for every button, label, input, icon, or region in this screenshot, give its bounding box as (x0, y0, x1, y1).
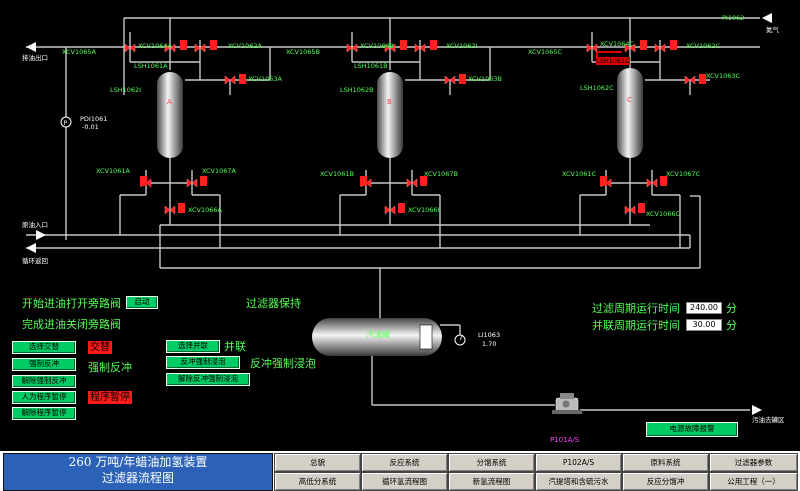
filter-vessel-a (157, 72, 183, 158)
feed-in-label: 原油入口 (22, 221, 48, 229)
valve-tag: XCV1067B (424, 170, 458, 178)
waste-out-label: 污油去罐区 (752, 416, 785, 424)
manual-pause-button[interactable]: 人为程序暂停 (12, 391, 76, 404)
nav-overview[interactable]: 总貌 (274, 453, 361, 472)
alternate-state: 交替 (88, 341, 112, 354)
pump-icon (552, 393, 582, 414)
valve-tag: XCV1067A (202, 167, 236, 175)
valve-tag: XCV1061C (562, 170, 597, 178)
valve-tag: XCV1066I (408, 206, 440, 214)
release-force-backflush-button[interactable]: 解除强制反冲 (12, 375, 76, 388)
title-line-2: 过滤器流程图 (101, 471, 174, 485)
page-title: 260 万吨/年蜡油加氢装置 过滤器流程图 (3, 453, 273, 491)
start-button[interactable]: 启动 (126, 296, 158, 309)
pause-state: 程序暂停 (88, 391, 132, 404)
tank-label: 污油罐 (366, 330, 390, 339)
filter-vessel-c (617, 68, 643, 158)
cycle2-unit: 分 (726, 319, 737, 332)
valve-tag: XCV1066C (646, 210, 681, 218)
lsh-tag: LSH1061A (134, 62, 168, 70)
filter-vessel-b (377, 72, 403, 158)
recycle-label: 循环返回 (22, 257, 48, 265)
nav-p102[interactable]: P102A/S (535, 453, 622, 472)
lsh-tag: LSH1061B (354, 62, 388, 70)
waste-oil-tank (312, 318, 442, 356)
nav-reaction[interactable]: 反应系统 (361, 453, 448, 472)
title-line-1: 260 万吨/年蜡油加氢装置 (68, 455, 208, 469)
force-backflush-button[interactable]: 强制反冲 (12, 358, 76, 371)
valve-tag: XCV1064A (138, 42, 172, 50)
valve-tag: XCV1063A (248, 75, 282, 83)
valve-tag: XCV1063B (468, 75, 502, 83)
cycle2-label: 并联周期运行时间 (592, 319, 680, 332)
nav-hl-separator[interactable]: 高低分系统 (274, 472, 361, 491)
nitrogen-label: 氮气 (766, 26, 779, 34)
nav-filter-params[interactable]: 过滤器参数 (709, 453, 798, 472)
nav-fractionation[interactable]: 分馏系统 (448, 453, 535, 472)
valve-tag: XCV1061B (320, 170, 354, 178)
nav-recycle-h2[interactable]: 循环氢流程图 (361, 472, 448, 491)
cycle1-value[interactable]: 240.00 (686, 302, 722, 314)
valve-tag: XCV1062I (446, 42, 478, 50)
pdi-gauge-icon (60, 116, 72, 128)
nav-reaction-fract[interactable]: 反应分馏冲 (622, 472, 709, 491)
release-pause-button[interactable]: 解除程序暂停 (12, 407, 76, 420)
pdi-value: -0.01 (82, 123, 99, 131)
svg-text:P: P (64, 120, 68, 127)
release-soak-button[interactable]: 解除反冲强制浸泡 (166, 373, 250, 386)
status-line-1: 开始进油打开旁路阀 (22, 297, 121, 310)
nav-feed[interactable]: 原料系统 (622, 453, 709, 472)
nav-makeup-h2[interactable]: 新氢流程图 (448, 472, 535, 491)
valve-tag: XCV1066A (188, 206, 222, 214)
lsh-tag: LSH1061C (596, 57, 630, 65)
pressure-tag: PI1062 (722, 14, 745, 22)
parallel-state: 并联 (224, 340, 246, 353)
backwash-out-label: 排油出口 (22, 54, 48, 62)
vessel-label: B (387, 98, 392, 106)
li-tag: LI1063 (478, 331, 501, 339)
backflush-state: 强制反冲 (88, 361, 132, 374)
cycle1-unit: 分 (726, 302, 737, 315)
filter-hold-label: 过滤器保持 (246, 297, 301, 310)
li-value: 1.70 (482, 340, 497, 348)
nav-stripper[interactable]: 汽提塔和含硫污水 (535, 472, 622, 491)
vessel-label: C (627, 96, 632, 104)
power-fault-alarm-button[interactable]: 电源故障报警 (646, 422, 738, 437)
soak-state: 反冲强制浸泡 (250, 357, 316, 370)
select-alternate-button[interactable]: 选择交替 (12, 341, 76, 354)
cycle1-label: 过滤周期运行时间 (592, 302, 680, 315)
valve-tag: XCV1065B (286, 48, 320, 56)
lsh-tag: LSH1062C (580, 84, 614, 92)
vessel-label: A (167, 98, 172, 106)
backflush-soak-button[interactable]: 反冲强制浸泡 (166, 356, 240, 369)
valve-tag: XCV1065A (62, 48, 96, 56)
valve-tag: XCV1064B (360, 42, 394, 50)
lsh-tag: LSH1062I (110, 86, 142, 94)
status-line-2: 完成进油关闭旁路阀 (22, 318, 121, 331)
select-parallel-button[interactable]: 选择并联 (166, 340, 220, 353)
valve-tag: XCV1062C (686, 42, 721, 50)
nav-utilities[interactable]: 公用工程（一） (709, 472, 798, 491)
valve-tag: XCV1061A (96, 167, 130, 175)
lsh-tag: LSH1062B (340, 86, 374, 94)
pump-label: P101A/S (550, 436, 580, 444)
valve-tag: XCV1065C (528, 48, 563, 56)
piping-diagram: P (26, 13, 772, 415)
pdi-tag: PDI1061 (80, 115, 108, 123)
valve-tag: XCV1064C (600, 40, 635, 48)
valve-tag: XCV1062A (228, 42, 262, 50)
cycle2-value[interactable]: 30.00 (686, 319, 722, 331)
valve-tag: XCV1063C (706, 72, 741, 80)
valve-tag: XCV1067C (666, 170, 701, 178)
